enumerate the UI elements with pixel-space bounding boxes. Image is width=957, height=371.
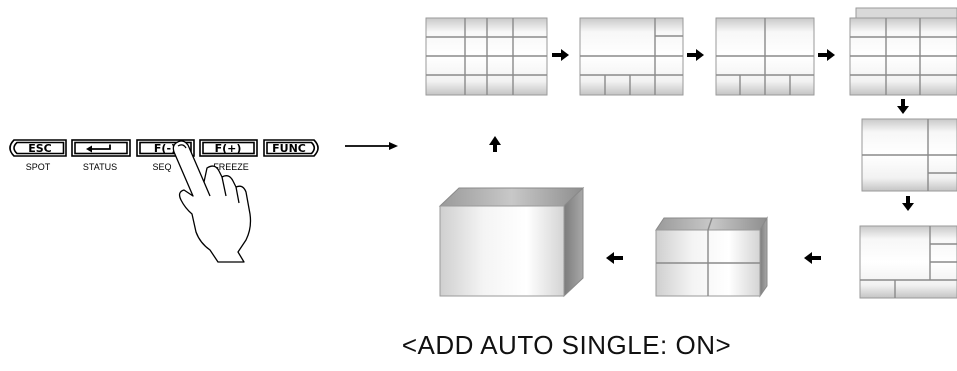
arrow-down-icon bbox=[902, 196, 914, 211]
f-plus-key[interactable]: F(+) bbox=[199, 139, 258, 157]
f-minus-key-label: F(-) bbox=[154, 142, 176, 155]
arrow-left-icon bbox=[606, 252, 623, 264]
layout-tile-single bbox=[438, 186, 585, 298]
arrow-right-icon bbox=[552, 49, 569, 61]
mode-caption: <ADD AUTO SINGLE: ON> bbox=[0, 330, 957, 361]
f-plus-key-label: F(+) bbox=[215, 142, 242, 155]
esc-key[interactable]: ESC bbox=[9, 139, 67, 157]
func-key-label: FUNC bbox=[272, 142, 306, 155]
f-minus-key[interactable]: F(-) bbox=[136, 139, 195, 157]
arrow-down-icon bbox=[897, 99, 909, 114]
seq-label: SEQ bbox=[152, 162, 171, 172]
spot-label: SPOT bbox=[26, 162, 51, 172]
layout-tile-7-split bbox=[859, 225, 957, 299]
esc-key-label: ESC bbox=[28, 142, 52, 155]
keypad: ESC SPOT STATUS F(-) SEQ F(+) FREEZE bbox=[9, 139, 319, 263]
enter-icon bbox=[86, 144, 111, 153]
enter-key[interactable] bbox=[71, 139, 131, 157]
arrow-right-icon bbox=[818, 49, 835, 61]
pointing-hand-icon bbox=[172, 140, 252, 263]
layout-tile-8-split bbox=[715, 17, 815, 96]
layout-tile-quad bbox=[655, 216, 768, 298]
caption-text: <ADD AUTO SINGLE: ON> bbox=[401, 330, 732, 360]
layout-tile-6-split bbox=[861, 118, 957, 192]
arrow-up-icon bbox=[489, 136, 501, 152]
layout-tile-9-split bbox=[849, 7, 957, 96]
flow-arrow bbox=[345, 142, 398, 150]
arrow-right-icon bbox=[687, 49, 704, 61]
layout-tile-16-split bbox=[425, 17, 548, 96]
freeze-label: FREEZE bbox=[213, 162, 249, 172]
status-label: STATUS bbox=[83, 162, 117, 172]
func-key[interactable]: FUNC bbox=[263, 139, 319, 157]
arrow-left-icon bbox=[804, 252, 821, 264]
layout-tile-10-split bbox=[579, 17, 684, 96]
